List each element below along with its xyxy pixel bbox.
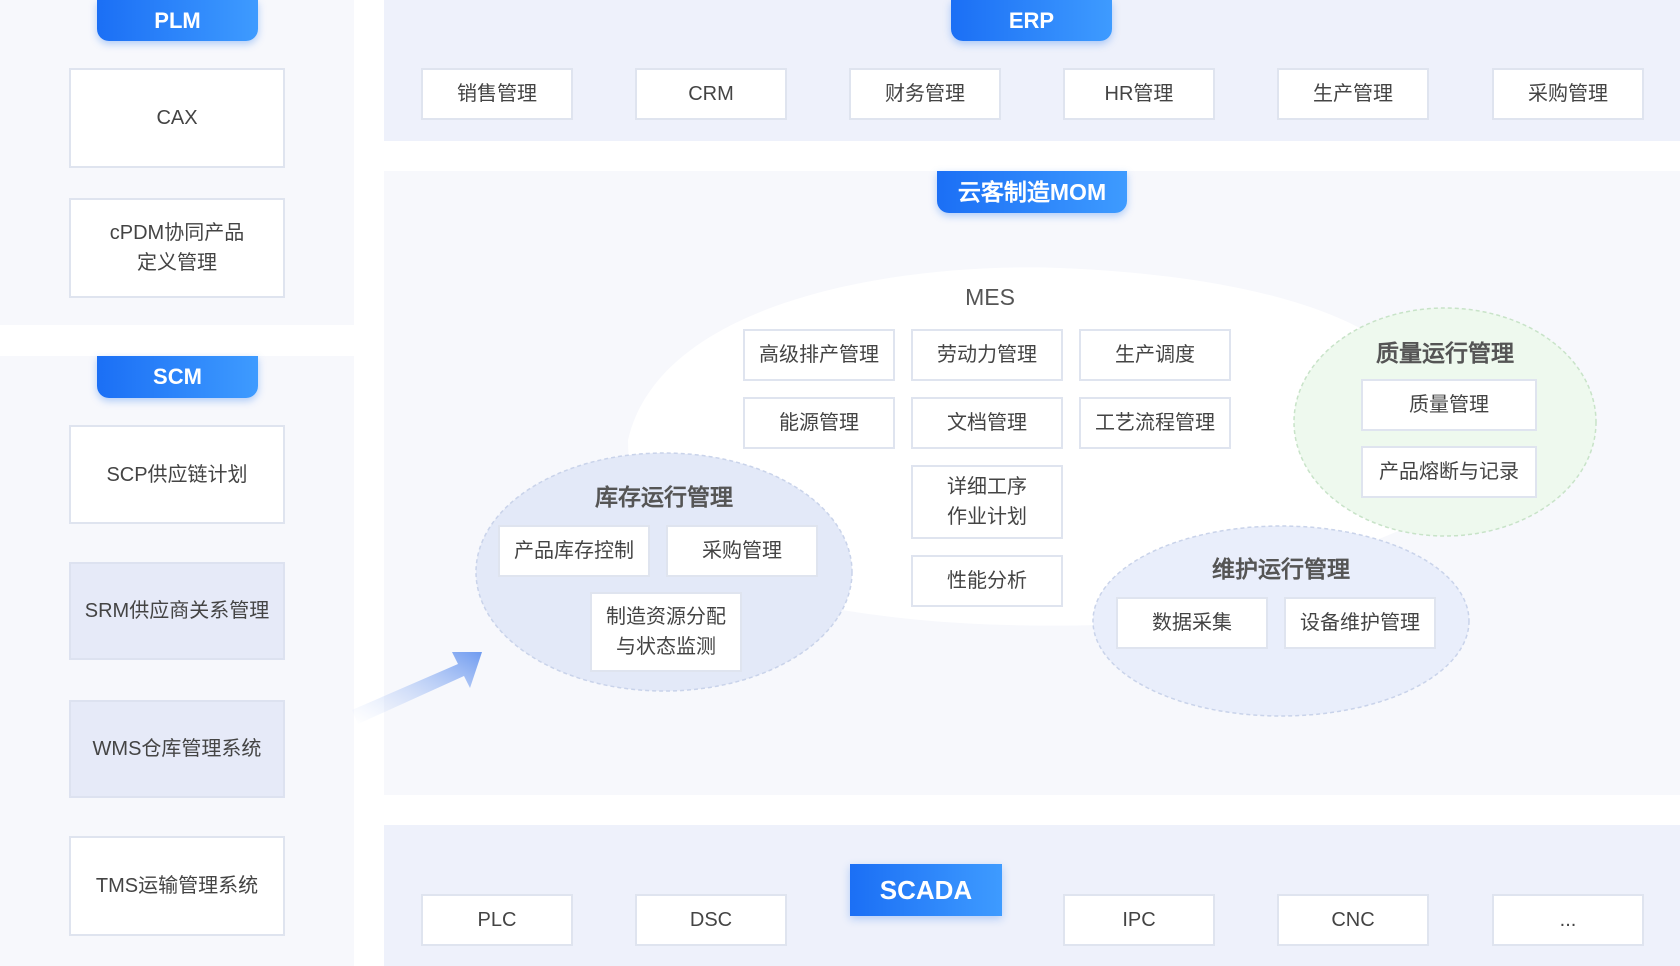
scm-item-scp[interactable]: SCP供应链计划 [69, 425, 285, 524]
inventory-cloud [475, 452, 853, 692]
erp-tag: ERP [951, 0, 1112, 41]
mom-tag: 云客制造MOM [937, 171, 1127, 213]
scada-tag: SCADA [850, 864, 1002, 916]
mes-item-detailed-plan[interactable]: 详细工序 作业计划 [911, 465, 1063, 539]
erp-item-sales[interactable]: 销售管理 [421, 68, 573, 120]
inventory-item-purchase[interactable]: 采购管理 [666, 525, 818, 577]
mes-title: MES [965, 284, 1015, 310]
plm-tag: PLM [97, 0, 258, 41]
mes-item-advanced-scheduling[interactable]: 高级排产管理 [743, 329, 895, 381]
scada-panel [384, 825, 1680, 966]
quality-item-fuse-record[interactable]: 产品熔断与记录 [1361, 446, 1537, 498]
maintenance-item-equipment[interactable]: 设备维护管理 [1284, 597, 1436, 649]
erp-item-crm[interactable]: CRM [635, 68, 787, 120]
plm-item-cax[interactable]: CAX [69, 68, 285, 168]
maintenance-title: 维护运行管理 [1212, 556, 1350, 582]
inventory-title: 库存运行管理 [595, 484, 733, 510]
scada-item-more[interactable]: ... [1492, 894, 1644, 946]
scm-item-tms[interactable]: TMS运输管理系统 [69, 836, 285, 936]
mes-item-process-flow[interactable]: 工艺流程管理 [1079, 397, 1231, 449]
inventory-item-stock-control[interactable]: 产品库存控制 [498, 525, 650, 577]
erp-item-finance[interactable]: 财务管理 [849, 68, 1001, 120]
scada-item-ipc[interactable]: IPC [1063, 894, 1215, 946]
erp-item-hr[interactable]: HR管理 [1063, 68, 1215, 120]
plm-item-cpdm[interactable]: cPDM协同产品 定义管理 [69, 198, 285, 298]
maintenance-cloud [1092, 525, 1470, 717]
maintenance-item-data-collection[interactable]: 数据采集 [1116, 597, 1268, 649]
scm-tag: SCM [97, 356, 258, 398]
inventory-item-resource[interactable]: 制造资源分配 与状态监测 [590, 592, 742, 672]
mes-item-performance[interactable]: 性能分析 [911, 555, 1063, 607]
scada-item-dsc[interactable]: DSC [635, 894, 787, 946]
arrow-icon [352, 652, 482, 724]
mes-item-labor[interactable]: 劳动力管理 [911, 329, 1063, 381]
scm-item-srm[interactable]: SRM供应商关系管理 [69, 562, 285, 660]
quality-title: 质量运行管理 [1376, 340, 1514, 366]
scada-item-cnc[interactable]: CNC [1277, 894, 1429, 946]
scada-item-plc[interactable]: PLC [421, 894, 573, 946]
mes-item-energy[interactable]: 能源管理 [743, 397, 895, 449]
erp-item-purchase[interactable]: 采购管理 [1492, 68, 1644, 120]
erp-item-production[interactable]: 生产管理 [1277, 68, 1429, 120]
mes-item-dispatch[interactable]: 生产调度 [1079, 329, 1231, 381]
mes-item-document[interactable]: 文档管理 [911, 397, 1063, 449]
quality-item-quality[interactable]: 质量管理 [1361, 379, 1537, 431]
scm-item-wms[interactable]: WMS仓库管理系统 [69, 700, 285, 798]
